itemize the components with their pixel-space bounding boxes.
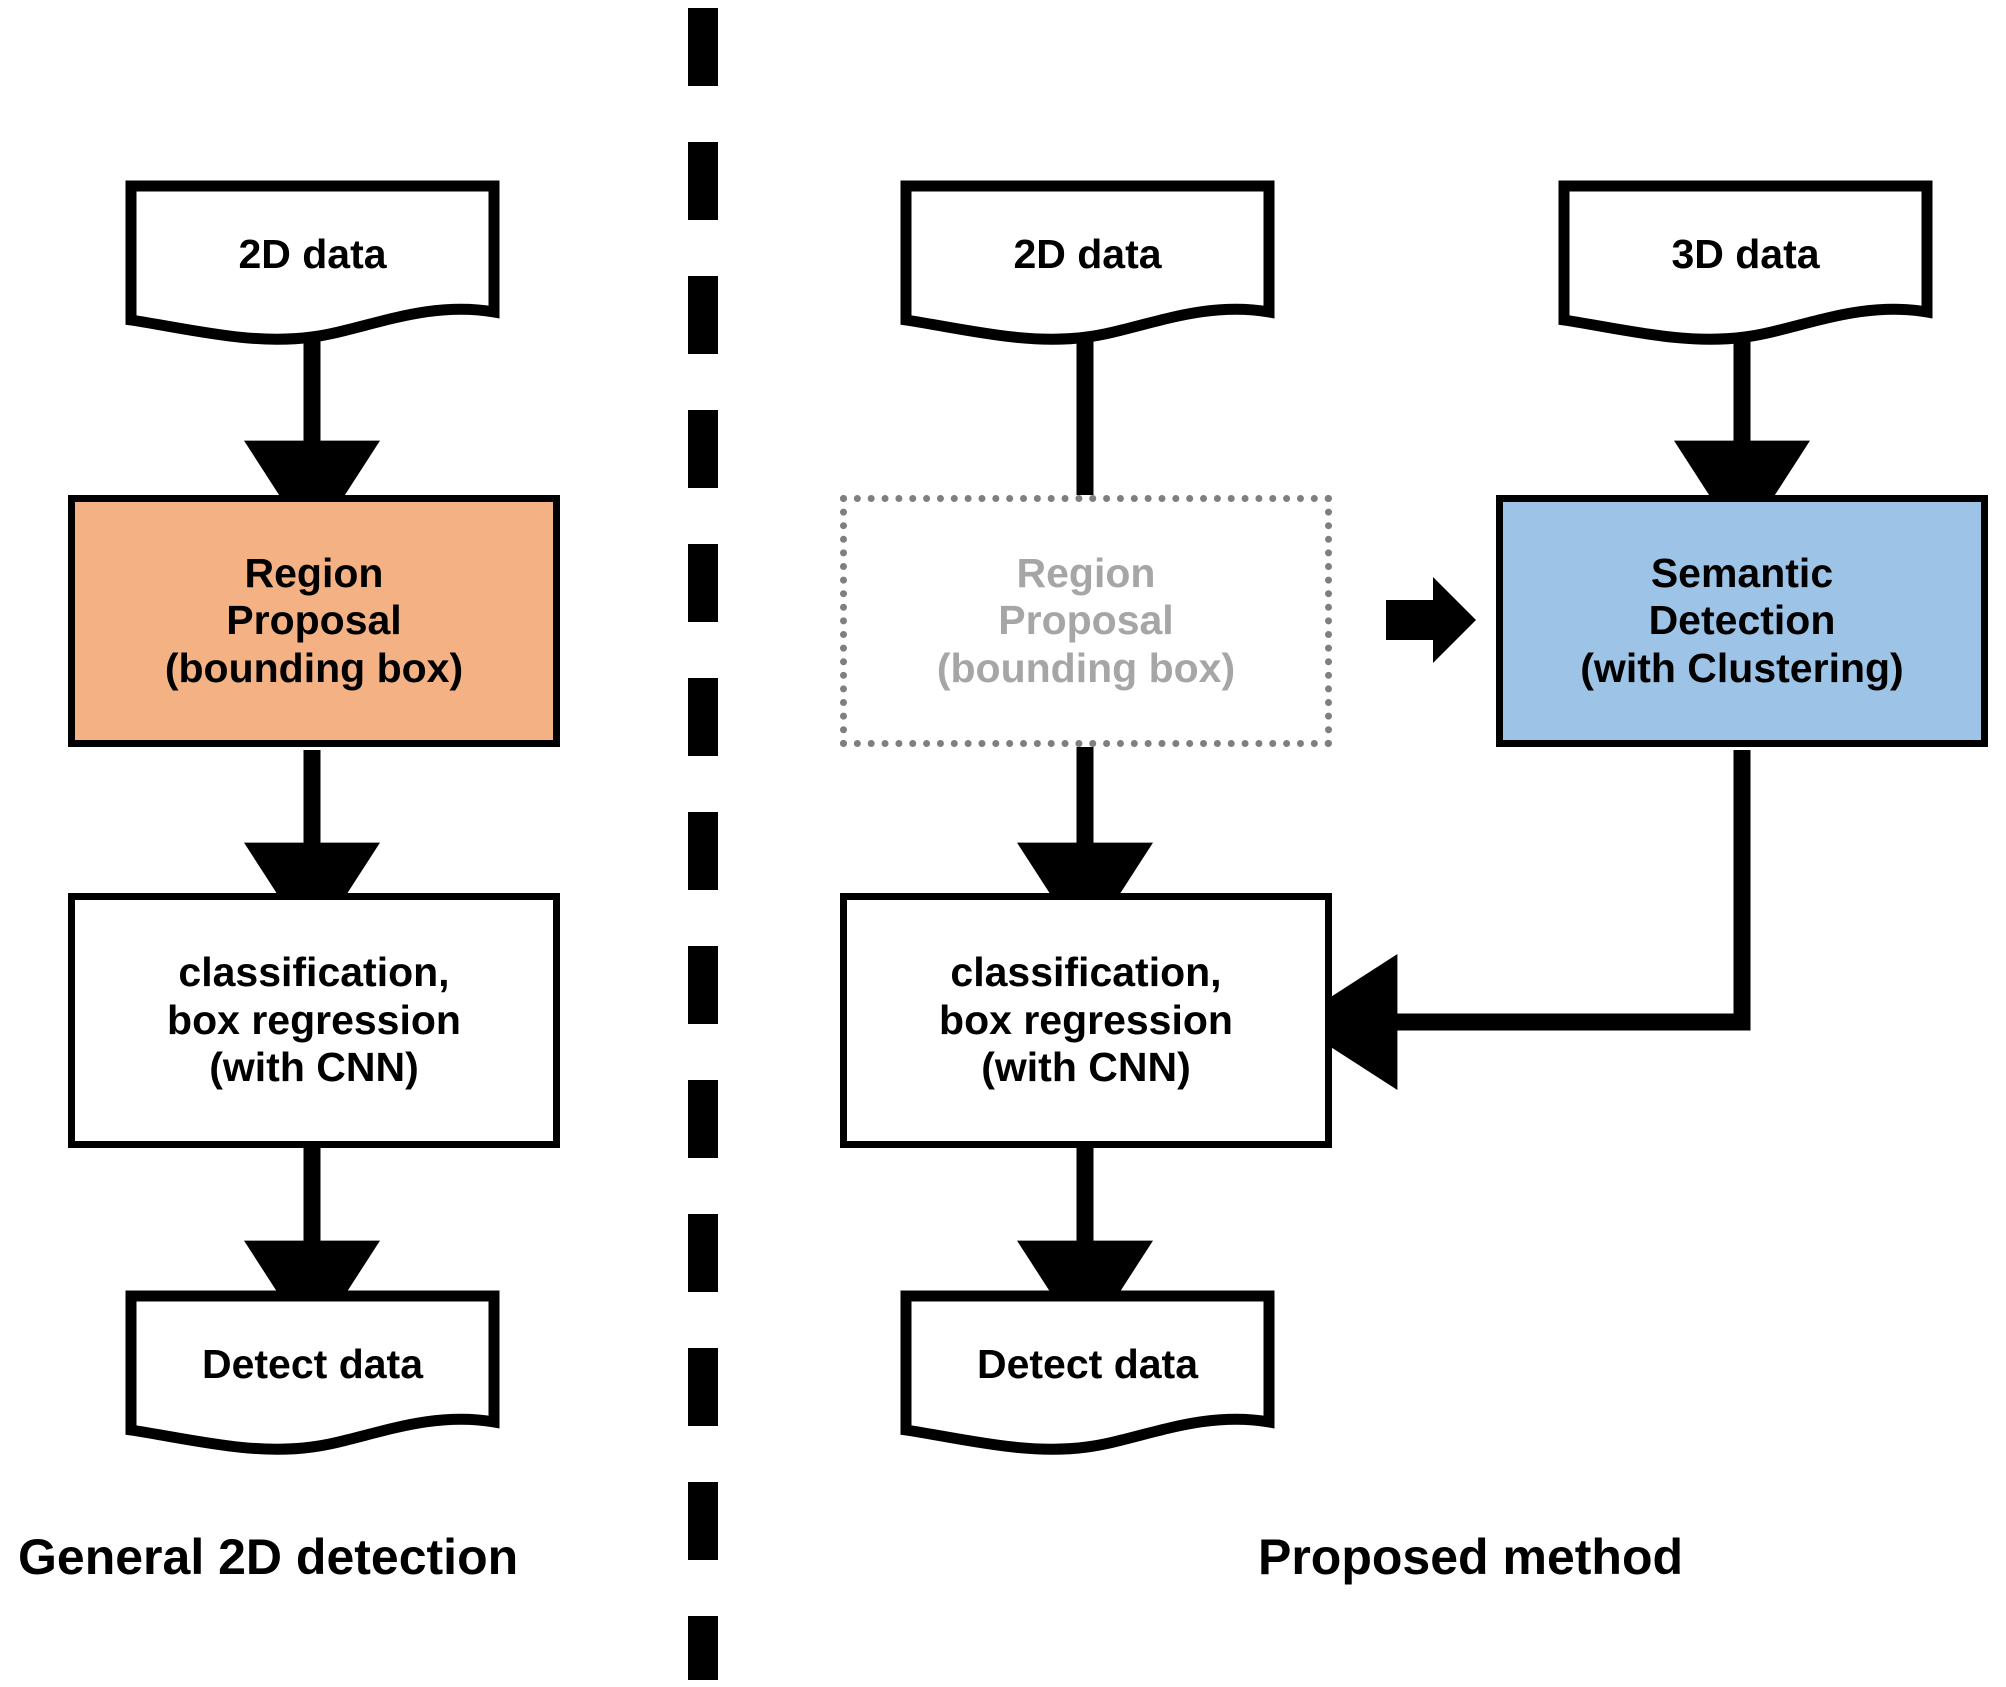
node-label: Detect data xyxy=(201,1341,423,1388)
node-left-detect-data[interactable]: Detect data xyxy=(125,1290,500,1460)
node-label: 2D data xyxy=(1013,231,1162,278)
node-right-detect-data[interactable]: Detect data xyxy=(900,1290,1275,1460)
node-left-region-proposal[interactable]: Region Proposal (bounding box) xyxy=(68,495,560,747)
document-shape xyxy=(125,1290,500,1460)
node-right-classification[interactable]: classification, box regression (with CNN… xyxy=(840,893,1332,1148)
node-left-classification[interactable]: classification, box regression (with CNN… xyxy=(68,893,560,1148)
node-label: Region Proposal (bounding box) xyxy=(936,549,1236,691)
node-right-3d-data[interactable]: 3D data xyxy=(1558,180,1933,350)
node-right-region-proposal-disabled[interactable]: Region Proposal (bounding box) xyxy=(840,495,1332,747)
node-label: 3D data xyxy=(1671,231,1820,278)
block-arrow-right-icon xyxy=(1386,577,1476,663)
edge-r-semantic-to-classification xyxy=(1292,750,1751,1090)
caption-general-2d-detection: General 2D detection xyxy=(18,1529,519,1585)
node-right-semantic-detection[interactable]: Semantic Detection (with Clustering) xyxy=(1496,495,1988,747)
node-left-2d-data[interactable]: 2D data xyxy=(125,180,500,350)
node-label: Region Proposal (bounding box) xyxy=(164,549,464,691)
node-label: classification, box regression (with CNN… xyxy=(939,949,1233,1091)
node-label: classification, box regression (with CNN… xyxy=(167,949,461,1091)
caption-proposed-method: Proposed method xyxy=(1258,1529,1684,1585)
document-shape xyxy=(900,1290,1275,1460)
node-label: Semantic Detection (with Clustering) xyxy=(1580,549,1904,691)
node-label: 2D data xyxy=(238,231,387,278)
node-label: Detect data xyxy=(976,1341,1198,1388)
node-right-2d-data[interactable]: 2D data xyxy=(900,180,1275,350)
